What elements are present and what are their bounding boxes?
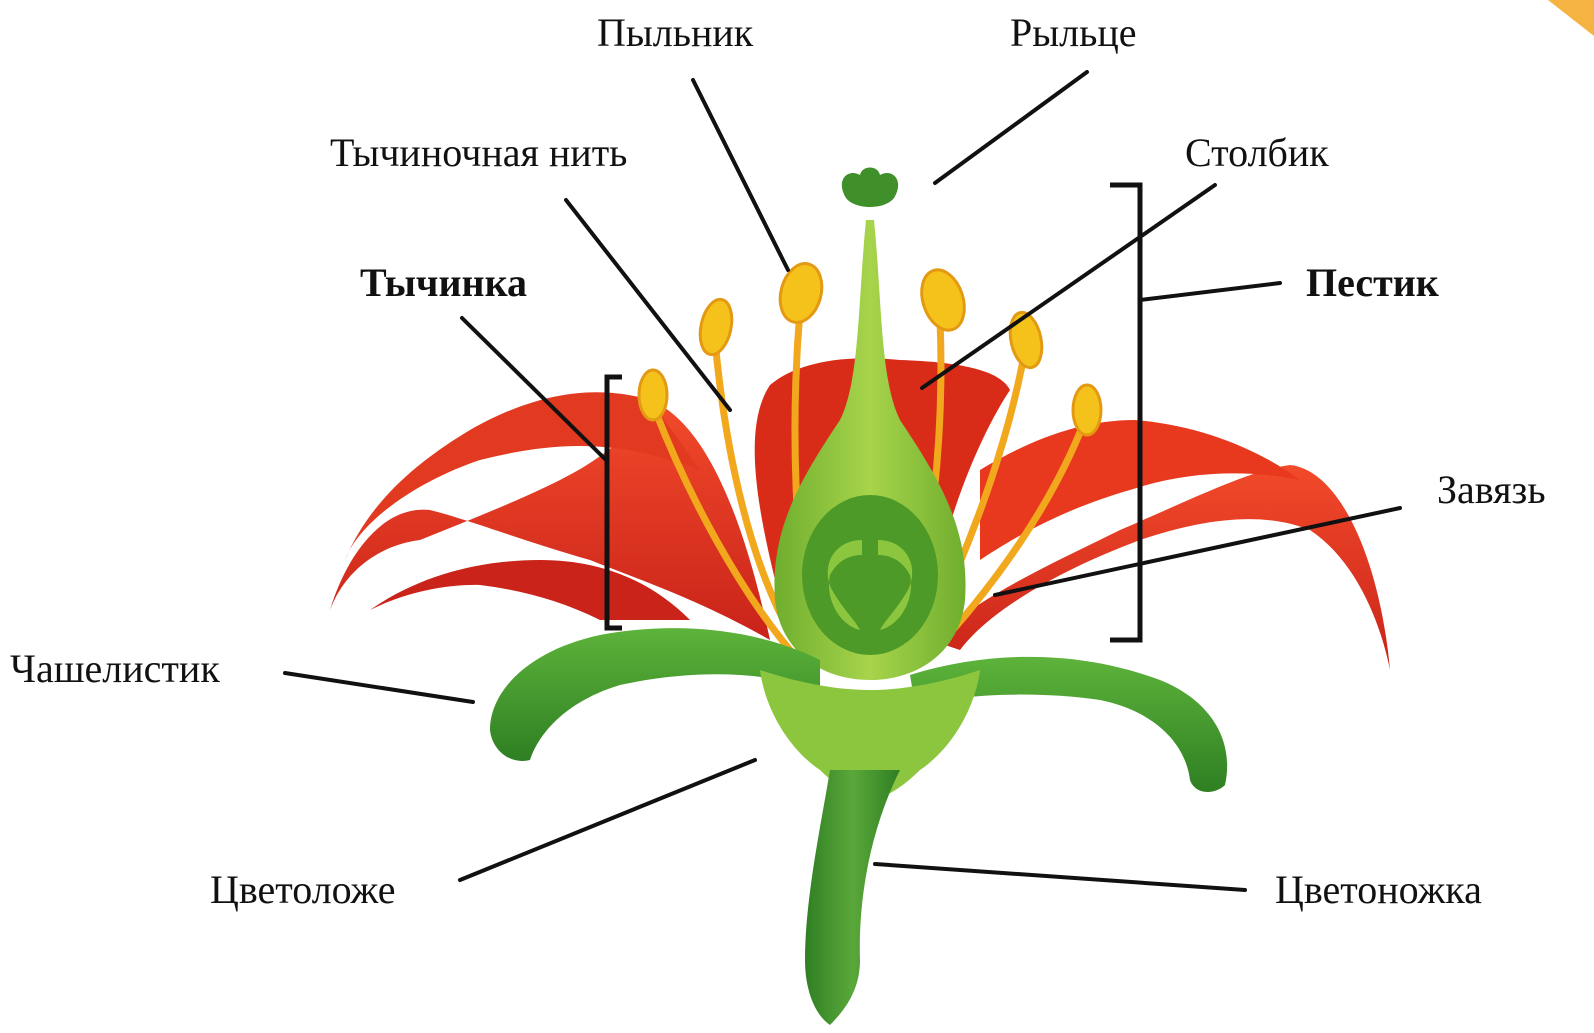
label-stigma: Рыльце [1010,10,1136,55]
leader-pistil [1140,283,1280,300]
label-pistil: Пестик [1306,260,1439,305]
anther-4 [914,264,971,335]
leader-sepal [285,673,473,702]
label-receptacle: Цветоложе [210,867,396,912]
anther-3 [774,259,828,327]
anther-2 [696,296,737,357]
label-sepal: Чашелистик [10,646,220,691]
leader-stigma [935,72,1087,183]
corner-decoration [1548,0,1594,36]
label-filament: Тычиночная нить [330,130,627,175]
anther-5 [1006,309,1047,370]
label-style: Столбик [1185,130,1329,175]
label-anther: Пыльник [597,10,754,55]
stigma [842,168,898,208]
anther-1 [639,370,667,420]
pedicel [805,770,900,1025]
ovary [802,495,938,655]
stem [760,670,980,1025]
leader-anther [693,80,788,270]
label-pedicel: Цветоножка [1275,867,1482,912]
anther-6 [1073,385,1101,435]
label-ovary: Завязь [1437,467,1546,512]
leader-style [922,185,1215,388]
label-stamen: Тычинка [360,260,527,305]
leader-pedicel [875,864,1245,890]
leader-receptacle [460,760,755,880]
